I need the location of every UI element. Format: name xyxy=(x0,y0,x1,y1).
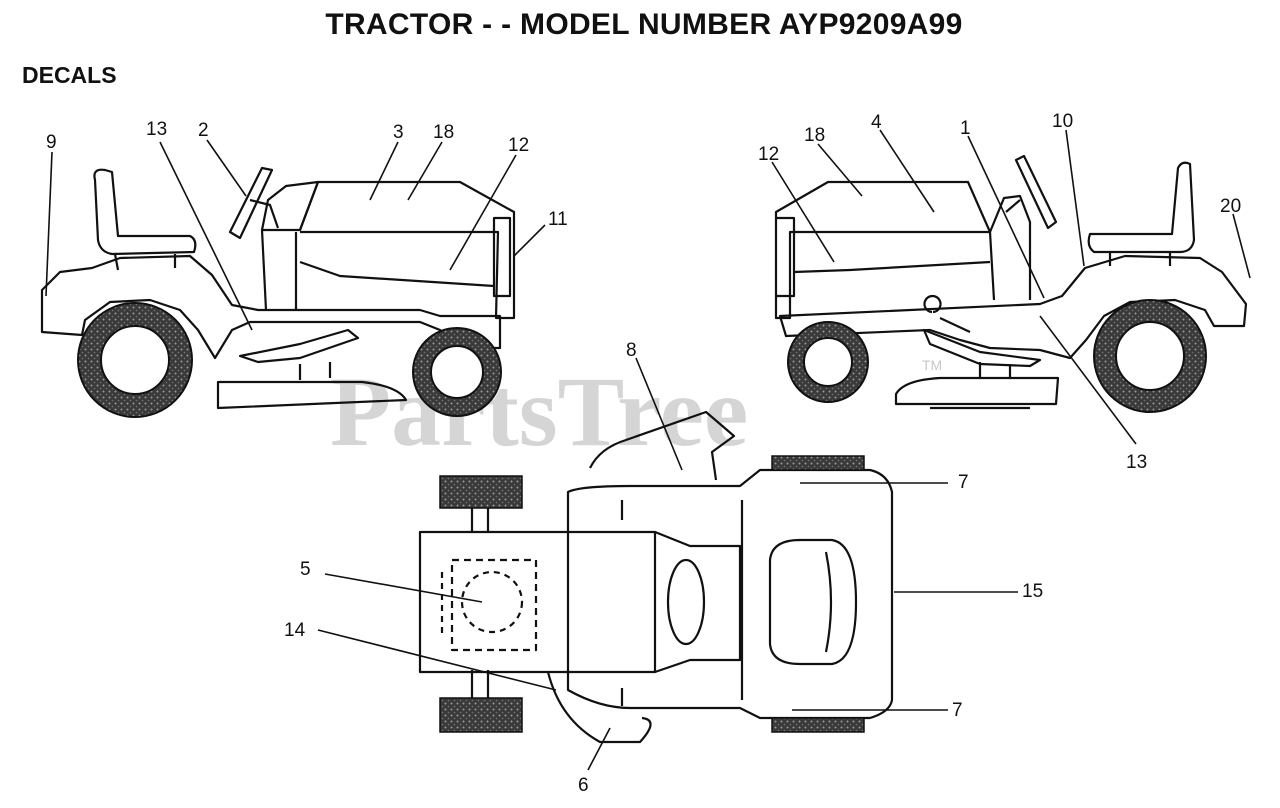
left-front-wheel xyxy=(412,327,502,417)
top-rear-left-tire xyxy=(771,455,865,471)
callout-11: 11 xyxy=(548,209,568,230)
top-front-right-tire xyxy=(439,697,523,733)
right-front-wheel xyxy=(787,321,869,403)
page-title: TRACTOR - - MODEL NUMBER AYP9209A99 xyxy=(325,8,963,41)
watermark: PartsTree xyxy=(330,356,748,467)
callout-8: 8 xyxy=(626,340,637,361)
top-front-left-tire xyxy=(439,475,523,509)
callout-12-right: 12 xyxy=(758,144,779,165)
left-rear-wheel xyxy=(77,302,193,418)
leader-lines xyxy=(45,129,1251,771)
callout-1: 1 xyxy=(960,118,971,139)
top-rear-right-tire xyxy=(771,717,865,733)
callout-12-left: 12 xyxy=(508,135,529,156)
callout-4: 4 xyxy=(871,112,882,133)
callout-6: 6 xyxy=(578,775,589,796)
watermark-tm: TM xyxy=(922,357,942,373)
callout-13-right: 13 xyxy=(1126,452,1147,473)
callout-9: 9 xyxy=(46,132,57,153)
callout-18-right: 18 xyxy=(804,125,825,146)
callout-10: 10 xyxy=(1052,111,1073,132)
callout-18-left: 18 xyxy=(433,122,454,143)
callout-15: 15 xyxy=(1022,581,1043,602)
tractor-top-view xyxy=(418,410,894,744)
callout-7-bottom: 7 xyxy=(952,700,963,721)
tractor-right-view xyxy=(774,154,1248,410)
callout-13-left: 13 xyxy=(146,119,167,140)
section-label: DECALS xyxy=(22,62,117,88)
callout-14: 14 xyxy=(284,620,306,641)
callout-5: 5 xyxy=(300,559,311,580)
callout-2: 2 xyxy=(198,120,209,141)
callout-3: 3 xyxy=(393,122,404,143)
callout-20: 20 xyxy=(1220,196,1241,217)
callout-7-top: 7 xyxy=(958,472,969,493)
right-rear-wheel xyxy=(1093,299,1207,413)
callout-numbers: 9 13 2 3 18 12 11 18 4 1 10 12 20 13 8 7… xyxy=(46,111,1241,796)
